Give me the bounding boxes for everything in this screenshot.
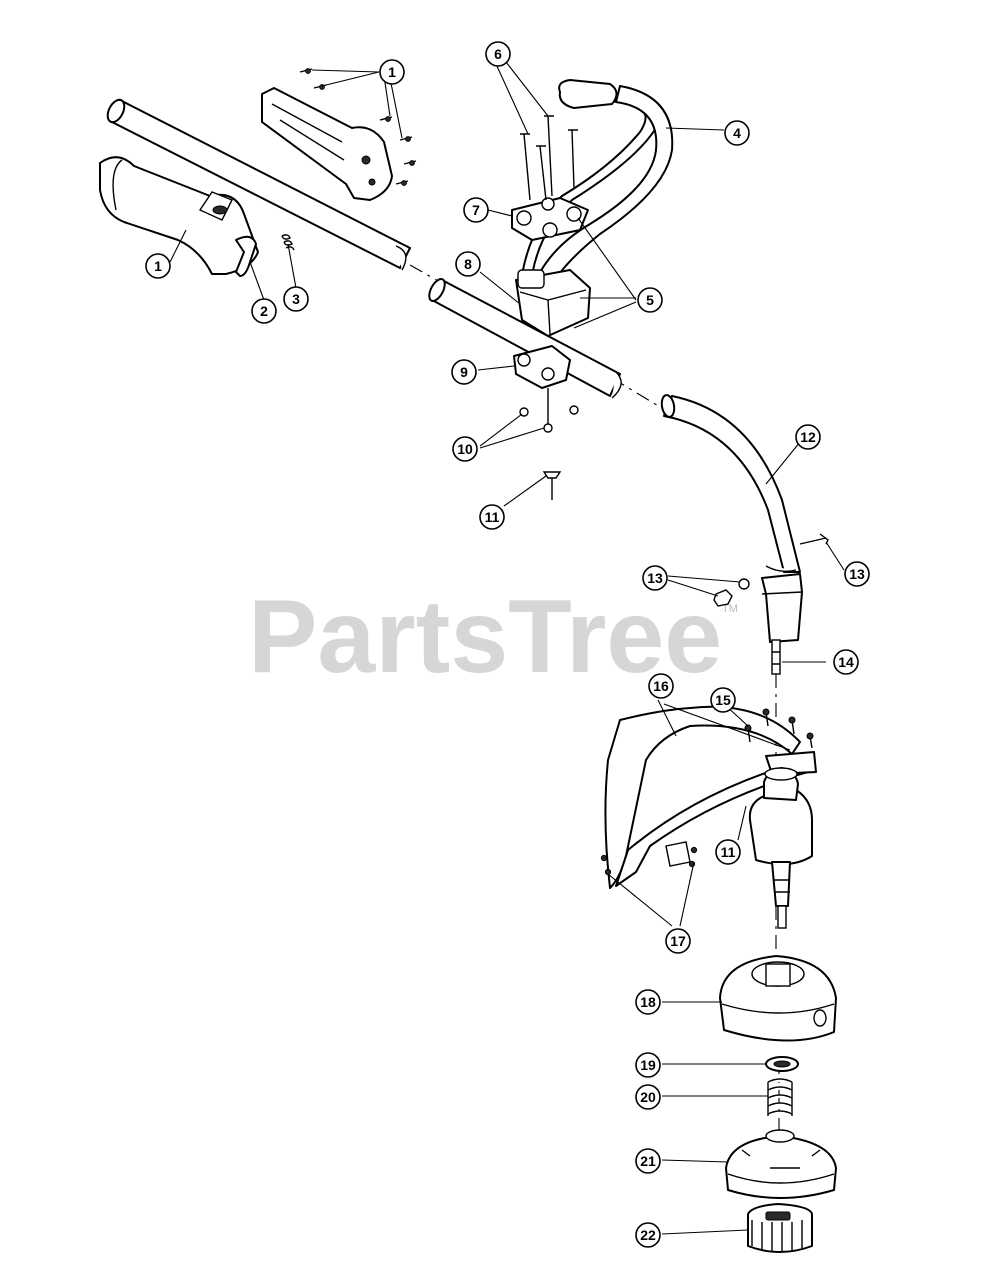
callout-1-left: 1 xyxy=(145,253,171,279)
watermark: PartsTree TM xyxy=(248,579,738,695)
lower-fasteners xyxy=(519,388,579,500)
svg-text:22: 22 xyxy=(640,1227,656,1243)
curved-shaft xyxy=(660,394,801,573)
shaft-collar xyxy=(761,573,803,675)
clamp-lower xyxy=(513,345,571,389)
callout-18: 18 xyxy=(635,989,661,1015)
svg-text:9: 9 xyxy=(460,364,468,380)
svg-text:20: 20 xyxy=(640,1089,656,1105)
callout-6: 6 xyxy=(485,41,511,67)
callout-3: 3 xyxy=(283,286,309,312)
bump-knob xyxy=(747,1203,813,1253)
upper-shaft xyxy=(106,98,411,271)
clamp-upper xyxy=(511,197,589,241)
svg-text:11: 11 xyxy=(721,844,736,860)
svg-text:13: 13 xyxy=(647,570,663,586)
callout-15: 15 xyxy=(710,687,736,713)
svg-text:5: 5 xyxy=(646,292,654,308)
svg-text:3: 3 xyxy=(292,291,300,307)
svg-text:18: 18 xyxy=(640,994,656,1010)
gear-head xyxy=(748,767,813,929)
svg-text:17: 17 xyxy=(670,933,686,949)
svg-text:6: 6 xyxy=(494,46,502,62)
svg-text:8: 8 xyxy=(464,256,472,272)
svg-text:16: 16 xyxy=(653,678,669,694)
callout-21: 21 xyxy=(635,1148,661,1174)
callout-8: 8 xyxy=(455,251,481,277)
callout-7: 7 xyxy=(463,197,489,223)
callout-2: 2 xyxy=(251,298,277,324)
collar-hardware xyxy=(713,533,829,607)
callout-22: 22 xyxy=(635,1222,661,1248)
svg-text:21: 21 xyxy=(640,1153,656,1169)
svg-text:15: 15 xyxy=(715,692,731,708)
svg-text:1: 1 xyxy=(388,64,396,80)
trigger-spring xyxy=(281,234,295,251)
callout-13-right: 13 xyxy=(844,561,870,587)
svg-text:7: 7 xyxy=(472,202,480,218)
loop-handle xyxy=(519,79,674,293)
svg-text:19: 19 xyxy=(640,1057,656,1073)
callout-11-lower: 11 xyxy=(715,839,741,865)
leader-lines xyxy=(169,61,845,1235)
callout-16: 16 xyxy=(648,673,674,699)
svg-text:1: 1 xyxy=(154,258,162,274)
callout-14: 14 xyxy=(833,649,859,675)
callout-12: 12 xyxy=(795,424,821,450)
callout-17: 17 xyxy=(665,928,691,954)
callout-20: 20 xyxy=(635,1084,661,1110)
svg-text:11: 11 xyxy=(485,509,500,525)
clamp-middle xyxy=(515,269,591,337)
svg-text:2: 2 xyxy=(260,303,268,319)
callout-13-left: 13 xyxy=(642,565,668,591)
callout-19: 19 xyxy=(635,1052,661,1078)
callout-9: 9 xyxy=(451,359,477,385)
spring xyxy=(767,1078,793,1116)
middle-shaft xyxy=(428,278,622,399)
callout-11-upper: 11 xyxy=(479,504,505,530)
callout-5: 5 xyxy=(637,287,663,313)
svg-text:4: 4 xyxy=(733,125,741,141)
svg-text:10: 10 xyxy=(457,441,473,457)
svg-text:14: 14 xyxy=(838,654,854,670)
callout-10: 10 xyxy=(452,436,478,462)
spool xyxy=(725,1129,837,1199)
callout-4: 4 xyxy=(724,120,750,146)
watermark-text: PartsTree xyxy=(248,579,722,695)
callout-1-top: 1 xyxy=(379,59,405,85)
svg-text:13: 13 xyxy=(849,566,865,582)
washer xyxy=(765,1056,799,1072)
axis-link-1 xyxy=(409,264,441,283)
clamp-bolts xyxy=(520,115,578,201)
spool-housing xyxy=(719,955,837,1042)
handle-housing-right xyxy=(261,87,393,201)
watermark-trademark: TM xyxy=(722,603,738,615)
svg-text:12: 12 xyxy=(800,429,816,445)
